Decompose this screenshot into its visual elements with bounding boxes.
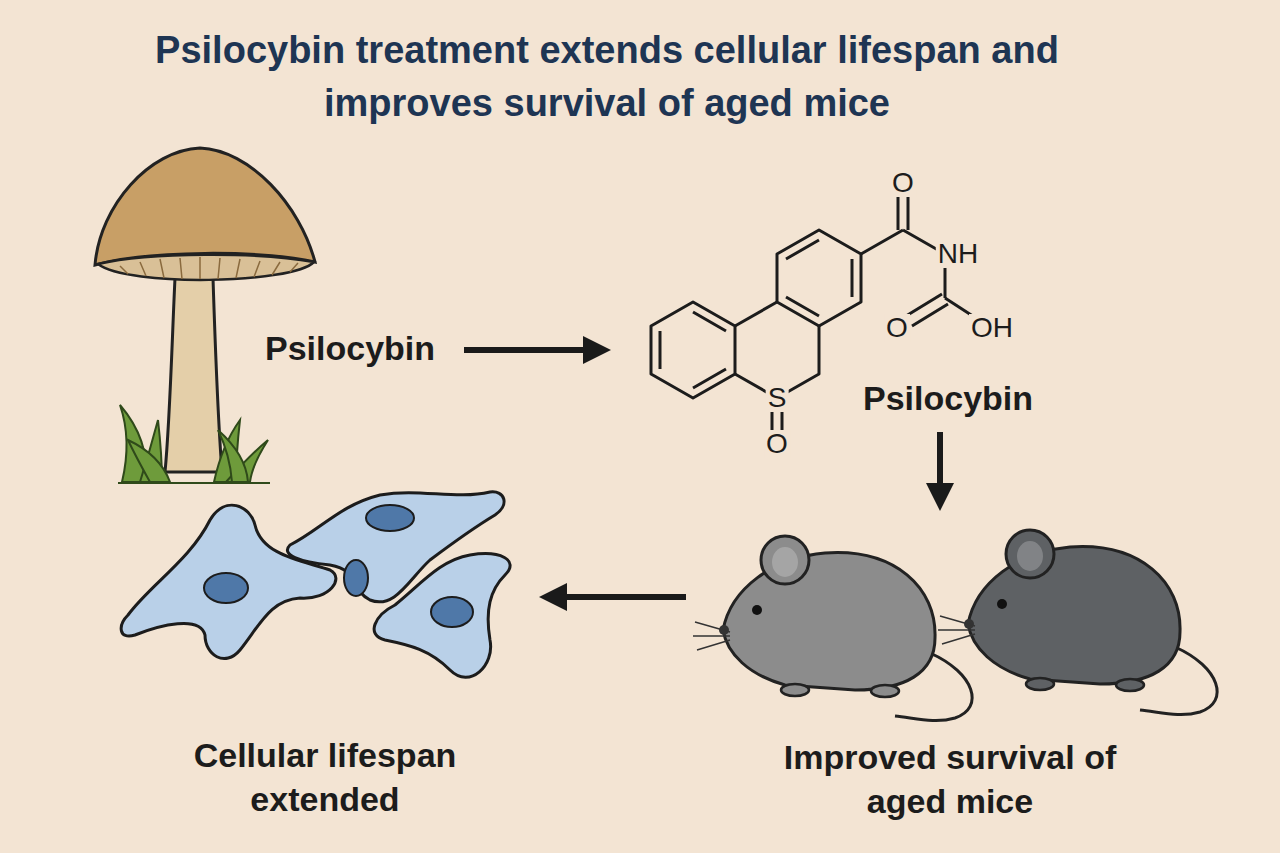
- node-label: Improved survival of aged mice: [780, 735, 1120, 823]
- mice: [693, 530, 1217, 721]
- node-label: Psilocybin: [843, 376, 1053, 420]
- illustration-panel: Cellular lifespan extended: [115, 478, 535, 827]
- cells: [121, 492, 510, 677]
- illustration-panel: Improved survival of aged mice: [690, 515, 1220, 829]
- flow-arrow: [937, 432, 943, 487]
- mushroom: [95, 148, 315, 483]
- illustration-panel: Psilocybin: [615, 170, 1055, 428]
- atom-label: OH: [969, 314, 1015, 342]
- atom-label: O: [764, 430, 790, 458]
- atom-label: S: [766, 384, 789, 412]
- flow-arrow: [464, 347, 587, 353]
- node-label: Psilocybin: [245, 326, 455, 370]
- atom-label: NH: [936, 240, 980, 268]
- flow-arrow: [563, 594, 686, 600]
- diagram-title: Psilocybin treatment extends cellular li…: [87, 24, 1127, 130]
- atom-label: O: [884, 314, 910, 342]
- atom-label: O: [890, 169, 916, 197]
- node-label: Cellular lifespan extended: [145, 733, 505, 821]
- illustration-panel: Psilocybin: [85, 140, 460, 485]
